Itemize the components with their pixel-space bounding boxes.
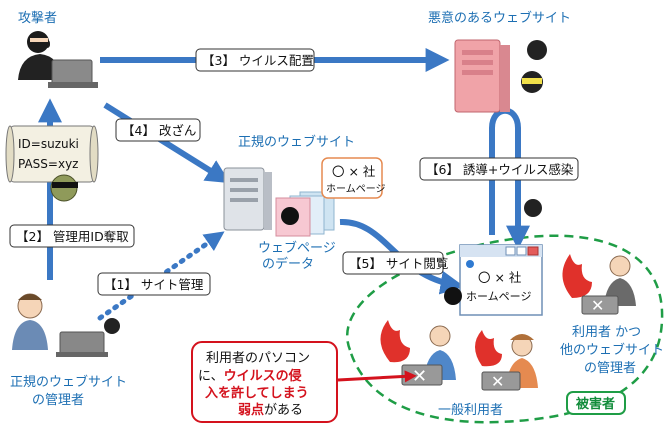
webpage-data-pages [275,191,335,237]
general-users-label: 一般利用者 [438,402,503,418]
user-admin-label-3: の管理者 [584,361,636,376]
legit-admin-figure [12,293,120,357]
step1-text: 【1】 サイト管理 [104,277,204,292]
pc-note-line3: 入を許してしまう [205,385,309,401]
step2-text: 【2】 管理用ID奪取 [16,229,129,244]
pc-note-line2-black: に、 [198,369,224,384]
user-admin-label-1: 利用者 かつ [572,325,641,340]
legit-server-icon [223,167,272,231]
victims-badge [566,391,626,415]
user-woman-figure: ✕ [481,334,538,391]
arrow-step5 [339,218,465,295]
webpage-data-label-2: のデータ [262,256,314,272]
webpage-data-label-1: ウェブページ [258,240,336,256]
legit-admin-label-1: 正規のウェブサイト [10,374,127,390]
homepage-card-company: 〇 × 社 [332,164,375,179]
attacker-label: 攻撃者 [18,10,57,26]
fire-icon-1 [380,320,410,363]
pc-note-line1: 利用者のパソコン [206,351,310,366]
step5-text: 【5】 サイト閲覧 [349,256,448,271]
fire-icon-3 [562,254,592,298]
attacker-figure [18,31,98,88]
step3-text: 【3】 ウイルス配置 [202,53,314,68]
bomb-icon [444,287,462,305]
user-admin-label-2: 他のウェブサイト [560,342,664,358]
credential-pass: PASS=xyz [18,157,78,171]
browser-company: 〇 × 社 [478,270,521,285]
svg-text:✕: ✕ [412,366,427,387]
step2-box [9,224,135,248]
devil-small-icon [524,199,542,217]
pc-note-line4: 弱点がある [238,402,303,418]
pc-note-line4-red: 弱点 [238,402,264,418]
devil-virus-icon [521,40,547,93]
pc-note-line2-red: ウイルスの侵 [224,368,302,384]
legit-site-label: 正規のウェブサイト [238,134,355,150]
victims-boundary [346,234,664,424]
step4-text: 【4】 改ざん [122,123,196,138]
browser-subtitle: ホームページ [466,290,531,303]
virus-creature-icon [50,174,78,202]
step6-box [419,157,579,181]
step5-box [342,251,444,275]
step1-box [97,272,211,296]
homepage-card [321,157,383,199]
svg-text:✕: ✕ [591,296,604,315]
pc-note-line2: に、ウイルスの侵 [198,368,302,384]
pc-note-line4-black: がある [264,403,303,418]
victims-badge-text: 被害者 [575,396,615,412]
malicious-site-label: 悪意のあるウェブサイト [428,10,571,26]
credentials-scroll [5,125,99,183]
homepage-card-subtitle: ホームページ [326,183,386,195]
step4-box [115,118,201,142]
browser-window [459,244,543,316]
pc-note-box [191,341,338,423]
step6-text: 【6】 誘導+ウイルス感染 [426,162,574,177]
fire-icon-2 [475,330,502,367]
svg-text:✕: ✕ [491,372,504,391]
step3-box [195,48,315,72]
legit-admin-label-2: の管理者 [32,393,84,408]
user-man-figure: ✕ [401,325,456,387]
pc-note-arrow [337,370,417,383]
user-admin-figure: ✕ [581,255,636,315]
credential-id: ID=suzuki [18,137,79,151]
malicious-server-icon [454,39,510,113]
